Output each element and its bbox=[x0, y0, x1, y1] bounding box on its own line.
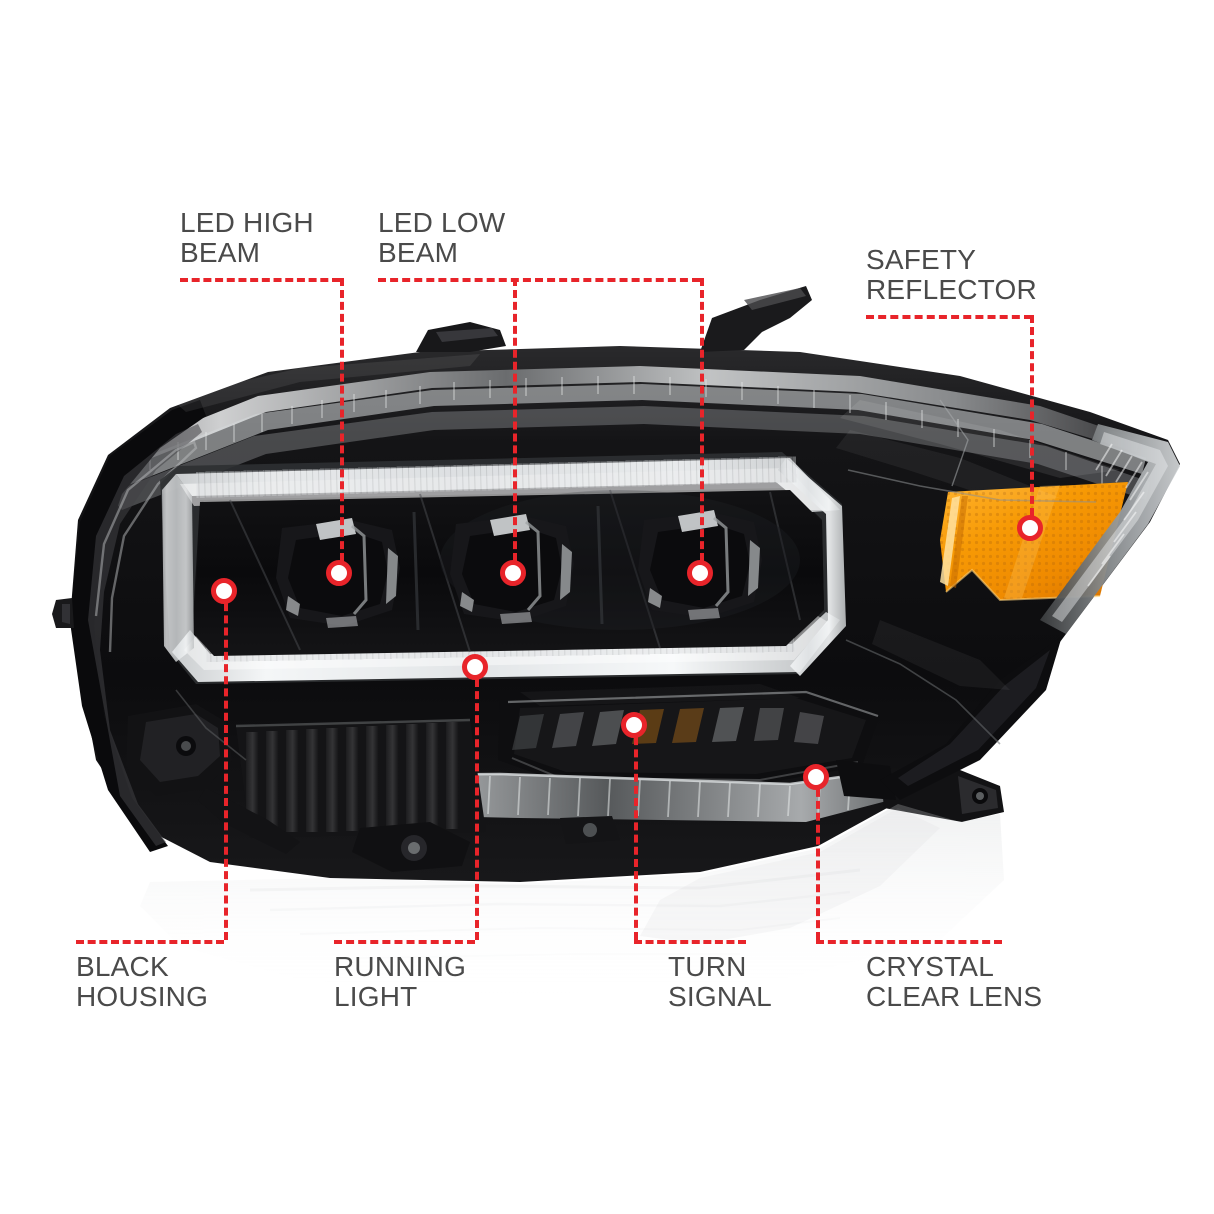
leader-line-vertical-crystal-clear-lens bbox=[816, 777, 820, 940]
callout-dot-led-high-beam[interactable] bbox=[326, 560, 352, 586]
callout-label-safety-reflector: SAFETY REFLECTOR bbox=[866, 244, 1037, 306]
leader-line-vertical-led-high-beam bbox=[340, 278, 344, 573]
leader-line-vertical-running-light bbox=[475, 667, 479, 940]
callout-label-led-low-beam: LED LOW BEAM bbox=[378, 207, 506, 269]
leader-line-horizontal-black-housing bbox=[76, 940, 224, 944]
surface-reflection bbox=[140, 804, 1004, 996]
leader-line-vertical-led-low-beam-2 bbox=[700, 278, 704, 573]
right-clear-lens-edge bbox=[1040, 424, 1180, 634]
leader-line-horizontal-led-high-beam bbox=[180, 278, 340, 282]
callout-label-black-housing: BLACK HOUSING bbox=[76, 951, 209, 1013]
callout-dot-black-housing[interactable] bbox=[211, 578, 237, 604]
housing-gloss-highlights bbox=[170, 354, 1120, 690]
callout-dot-safety-reflector[interactable] bbox=[1017, 515, 1043, 541]
side-mount-nub-left bbox=[52, 598, 74, 628]
leader-line-vertical-turn-signal bbox=[634, 725, 638, 940]
upper-mounting-tab bbox=[416, 286, 812, 352]
leader-line-horizontal-crystal-clear-lens bbox=[816, 940, 1002, 944]
heatsink-fins bbox=[235, 718, 486, 838]
leader-line-horizontal-safety-reflector bbox=[866, 315, 1032, 319]
callout-label-led-high-beam: LED HIGH BEAM bbox=[180, 207, 314, 269]
leader-line-horizontal-running-light bbox=[334, 940, 475, 944]
turn-signal-strip bbox=[498, 690, 880, 784]
upper-lens-trim bbox=[108, 366, 1150, 510]
callout-dot-turn-signal[interactable] bbox=[621, 712, 647, 738]
right-lower-taper bbox=[880, 636, 1062, 800]
callout-label-turn-signal: TURN SIGNAL bbox=[668, 951, 772, 1013]
leader-line-horizontal-turn-signal bbox=[634, 940, 746, 944]
leader-line-vertical-safety-reflector bbox=[1030, 315, 1034, 528]
callout-dot-led-low-beam[interactable] bbox=[500, 560, 526, 586]
leader-line-horizontal-led-low-beam bbox=[378, 278, 700, 282]
housing-seam-lines bbox=[175, 399, 1097, 761]
callout-dot-running-light[interactable] bbox=[462, 654, 488, 680]
outer-edge-bezel bbox=[70, 400, 206, 852]
callout-label-running-light: RUNNING LIGHT bbox=[334, 951, 467, 1013]
leader-line-vertical-black-housing bbox=[224, 591, 228, 940]
lower-mounting-hardware bbox=[352, 816, 620, 872]
callout-dot-crystal-clear-lens[interactable] bbox=[803, 764, 829, 790]
callout-dot-led-low-beam-2[interactable] bbox=[687, 560, 713, 586]
callout-label-crystal-clear-lens: CRYSTAL CLEAR LENS bbox=[866, 951, 1043, 1013]
leader-line-vertical-led-low-beam bbox=[513, 278, 517, 573]
